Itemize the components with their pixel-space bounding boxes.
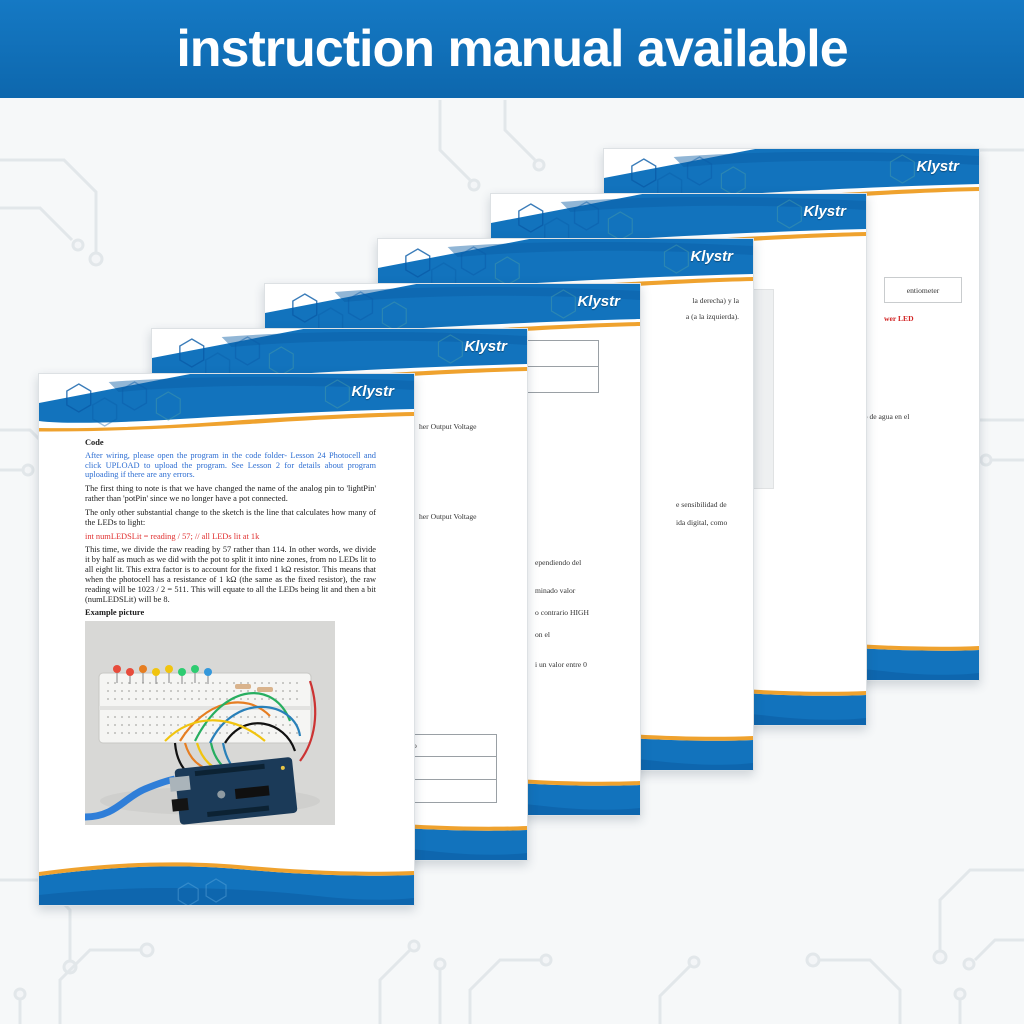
text-fragment: a (a la izquierda).: [685, 312, 739, 321]
table-cell-fragment: [527, 366, 599, 393]
arduino-board: [169, 757, 298, 825]
upload-note: After wiring, please open the program in…: [85, 450, 376, 480]
led-row: [113, 665, 212, 685]
brand-logo: Klystr: [916, 158, 959, 175]
text-fragment: ependiendo del: [535, 558, 582, 567]
text-fragment: her Output Voltage: [419, 422, 477, 431]
usb-cable: [85, 775, 176, 821]
text-fragment: on el: [535, 630, 550, 639]
text-fragment: minado valor: [535, 586, 576, 595]
footer-swoosh: [39, 855, 414, 905]
text-fragment: ida digital, como: [676, 518, 728, 527]
text-fragment: la derecha) y la: [692, 296, 739, 305]
brand-logo: Klystr: [803, 203, 846, 220]
text-fragment: e sensibilidad de: [676, 500, 727, 509]
brand-logo: Klystr: [690, 248, 733, 265]
diagram-label-red-fragment: wer LED: [884, 314, 914, 323]
image-fragment: [753, 289, 774, 489]
table-cell-fragment: [527, 340, 599, 367]
text-fragment: do de agua en el: [860, 412, 910, 421]
para-change: The only other substantial change to the…: [85, 507, 376, 527]
example-photo: [85, 621, 335, 826]
para-explain: This time, we divide the raw reading by …: [85, 545, 376, 604]
diagram-label-fragment: entiometer: [884, 277, 962, 303]
brand-logo: Klystr: [464, 338, 507, 355]
manual-page-1: Klystr Code After wiring, please open th…: [38, 373, 415, 906]
banner: instruction manual available: [0, 0, 1024, 98]
example-heading: Example picture: [85, 608, 145, 618]
para-light-pin: The first thing to note is that we have …: [85, 484, 376, 504]
code-line: int numLEDSLit = reading / 57; // all LE…: [85, 531, 260, 541]
brand-logo: Klystr: [351, 383, 394, 400]
banner-title: instruction manual available: [176, 20, 848, 78]
text-fragment: o contrario HIGH: [535, 608, 589, 617]
text-fragment: i un valor entre 0: [535, 660, 587, 669]
page-body: Code After wiring, please open the progr…: [85, 438, 376, 826]
code-heading: Code: [85, 438, 104, 447]
text-fragment: her Output Voltage: [419, 512, 477, 521]
brand-logo: Klystr: [577, 293, 620, 310]
